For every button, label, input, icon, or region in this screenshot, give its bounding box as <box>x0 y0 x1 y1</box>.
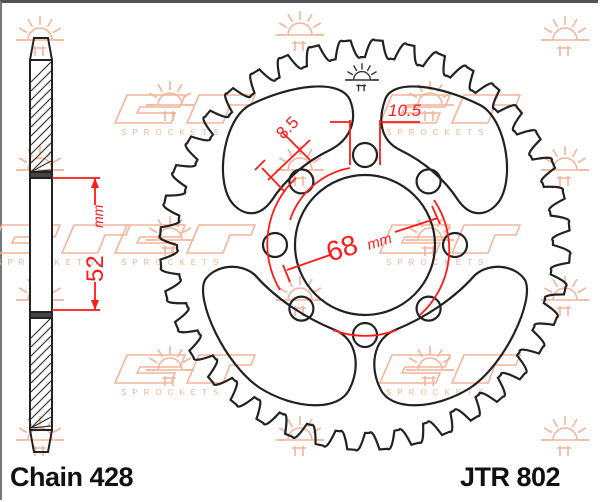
window-top-right <box>380 85 509 215</box>
watermark-jt-logo: SPROCKETS <box>0 224 132 267</box>
pcd-unit: mm <box>365 230 394 254</box>
watermark-sun-icon <box>406 346 454 386</box>
bolt-holes <box>261 141 469 349</box>
watermark-jt-logo: SPROCKETS <box>113 224 257 267</box>
bolt-hole <box>288 168 315 195</box>
watermark-sun-icon <box>345 63 379 92</box>
watermark-sun-icon <box>541 146 589 186</box>
part-number-label: JTR 802 <box>460 462 561 492</box>
bolt-hole <box>415 295 442 322</box>
bolt-hole <box>261 231 289 259</box>
svg-text:SPROCKETS: SPROCKETS <box>386 258 489 267</box>
watermark-sun-icon <box>541 416 589 456</box>
watermark-sun-icon <box>146 346 194 386</box>
bolt-hole <box>351 141 379 169</box>
watermark-sun-icon <box>146 216 194 256</box>
svg-text:SPROCKETS: SPROCKETS <box>121 128 224 137</box>
watermark-sun-icon <box>16 16 64 56</box>
sprocket-outline <box>158 38 572 452</box>
watermark-sun-icon <box>276 146 324 186</box>
svg-text:SPROCKETS: SPROCKETS <box>121 258 224 267</box>
watermark-sun-icon <box>276 11 324 51</box>
pcd-arc <box>289 167 351 221</box>
watermark-sun-icon <box>16 416 64 456</box>
pcd-value: 68 <box>322 229 361 268</box>
slot-width-value: 10.5 <box>388 101 422 120</box>
watermark-layer: SPROCKETS SPROCKETS SPROCKETS SPROCKETS … <box>0 11 589 456</box>
pcd-arc-bottom <box>332 329 398 337</box>
sprocket-dimensions <box>254 120 451 337</box>
svg-text:SPROCKETS: SPROCKETS <box>121 388 224 397</box>
bolt-hole-value: 8.5 <box>272 113 302 143</box>
side-profile <box>29 37 53 453</box>
chain-size-label: Chain 428 <box>10 462 134 492</box>
bore-height-unit: mm <box>90 204 106 228</box>
bolt-hole <box>288 295 315 322</box>
watermark-sun-icon <box>276 416 324 456</box>
center-bore <box>293 173 437 317</box>
svg-text:SPROCKETS: SPROCKETS <box>386 128 489 137</box>
watermark-sun-icon <box>541 16 589 56</box>
bore-height-dimension: 52 mm <box>52 177 109 311</box>
pcd-arc-left <box>266 177 297 291</box>
bolt-hole <box>415 168 442 195</box>
brand-sun-icon <box>345 63 379 92</box>
svg-text:SPROCKETS: SPROCKETS <box>386 388 489 397</box>
window-bottom-left <box>202 265 357 407</box>
watermark-jt-logo: SPROCKETS <box>378 224 522 267</box>
bolt-hole <box>441 231 469 259</box>
window-bottom-right <box>373 265 528 407</box>
sprocket-teeth <box>158 38 572 452</box>
watermark-jt-logo: SPROCKETS <box>378 354 522 397</box>
pcd-arc-right <box>419 199 451 316</box>
bore-height-value: 52 <box>82 255 109 282</box>
watermark-sun-icon <box>146 81 194 121</box>
watermark-jt-logo: SPROCKETS <box>113 94 257 137</box>
